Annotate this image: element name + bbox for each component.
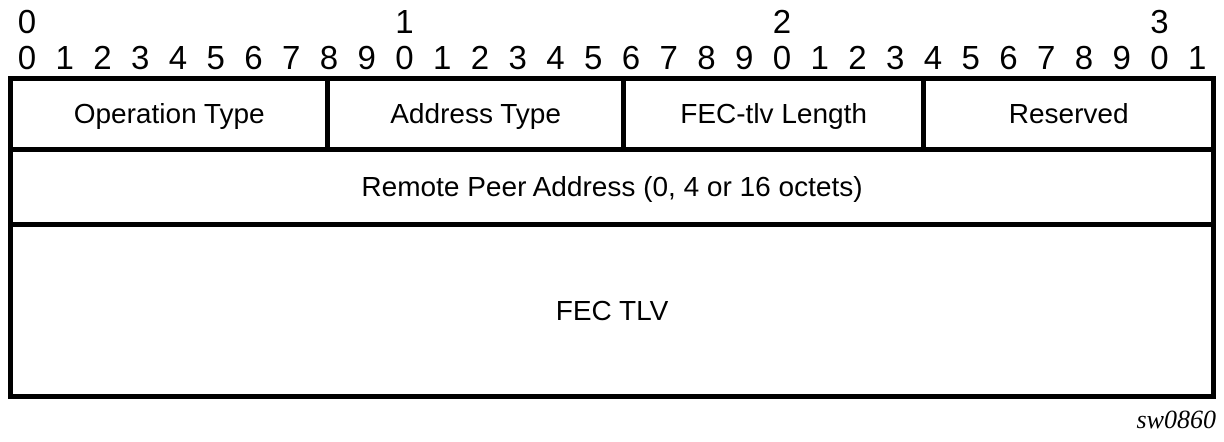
bit-ruler-tens-cell [914, 4, 952, 40]
bit-ruler-bit-cell: 2 [470, 39, 490, 76]
bit-ruler-bit-cell: 8 [1074, 39, 1094, 76]
bit-ruler-bit-cell: 5 [583, 39, 603, 76]
bit-ruler-tens-cell: 0 [17, 3, 37, 40]
field-label: Reserved [1008, 98, 1129, 129]
bit-ruler-bit-cell: 0 [772, 39, 792, 76]
field-remote-peer-address-0-4-or-16-octets: Remote Peer Address (0, 4 or 16 octets) [13, 152, 1211, 222]
bit-ruler-bit-cell: 1 [810, 39, 829, 76]
packet-row: Remote Peer Address (0, 4 or 16 octets) [13, 152, 1211, 227]
bit-ruler-tens-cell [159, 4, 197, 40]
bit-ruler-tens-cell [574, 4, 612, 40]
field-label: FEC TLV [555, 294, 669, 326]
bit-ruler-tens-cell [121, 4, 159, 40]
bit-ruler-tens-cell: 2 [772, 3, 792, 40]
bit-ruler-tens-cell [537, 4, 575, 40]
figure-id: sw0860 [1136, 405, 1216, 434]
bit-ruler-bit-cell: 7 [281, 39, 301, 76]
bit-ruler-bit-cell: 1 [1187, 39, 1207, 76]
bit-ruler-tens-row: 0 1 2 3 [8, 4, 1216, 40]
bit-ruler-bit-cell: 6 [244, 39, 263, 76]
bit-ruler-tens-cell [990, 4, 1028, 40]
bit-ruler-bit-cell: 8 [697, 39, 716, 76]
bit-ruler-tens-cell [235, 4, 273, 40]
bit-ruler-bit-cell: 2 [848, 39, 867, 76]
field-label: FEC-tlv Length [680, 98, 867, 129]
bit-ruler-bit-cell: 7 [659, 39, 678, 76]
bit-ruler-tens-cell [876, 4, 914, 40]
bit-ruler-tens-cell [1027, 4, 1065, 40]
bit-ruler-bit-cell: 3 [885, 39, 905, 76]
bit-ruler-bit-cell: 5 [206, 39, 225, 76]
bit-ruler-tens-cell [688, 4, 726, 40]
bit-ruler-tens-cell [423, 4, 461, 40]
bit-ruler-tens-cell [725, 4, 763, 40]
bit-ruler-bit-cell: 0 [17, 39, 37, 76]
bit-ruler-tens-cell [84, 4, 122, 40]
bit-ruler-tens-cell [461, 4, 499, 40]
bit-ruler-tens-cell [801, 4, 839, 40]
bit-ruler-bit-cell: 3 [130, 39, 150, 76]
bit-ruler-tens-cell [1178, 4, 1216, 40]
packet-box: Operation Type Address Type FEC-tlv Length… [8, 76, 1216, 399]
bit-ruler-bit-cell: 9 [357, 39, 376, 76]
field-label: Remote Peer Address (0, 4 or 16 octets) [361, 171, 863, 202]
bit-ruler-bit-cell: 4 [923, 39, 943, 76]
bit-ruler-tens-cell: 3 [1150, 3, 1169, 40]
field-operation-type: Operation Type [13, 81, 331, 147]
bit-ruler-bit-cell: 8 [319, 39, 339, 76]
field-fec-tlv: FEC TLV [13, 227, 1211, 394]
bit-ruler-tens-cell [1065, 4, 1103, 40]
bit-ruler-tens-cell [839, 4, 877, 40]
bit-ruler-bit-cell: 4 [546, 39, 565, 76]
packet-row: Operation Type Address Type FEC-tlv Length… [13, 81, 1211, 152]
bit-ruler-bit-cell: 5 [961, 39, 980, 76]
bit-ruler-bit-cell: 1 [432, 39, 452, 76]
bit-ruler-bit-cell: 9 [734, 39, 754, 76]
bit-ruler-bit-cell: 1 [55, 39, 74, 76]
bit-ruler-tens-cell [650, 4, 688, 40]
bit-ruler-bit-cell: 0 [395, 39, 414, 76]
bit-ruler-tens-cell: 1 [395, 3, 414, 40]
bit-ruler-tens-cell [952, 4, 990, 40]
bit-ruler-tens-cell [310, 4, 348, 40]
bit-ruler-tens-cell [197, 4, 235, 40]
bit-ruler-tens-cell [46, 4, 84, 40]
field-fec-tlv-length: FEC-tlv Length [626, 81, 927, 147]
field-address-type: Address Type [330, 81, 626, 147]
bit-ruler-bit-cell: 3 [508, 39, 527, 76]
field-reserved: Reserved [926, 81, 1211, 147]
bit-ruler-tens-cell [272, 4, 310, 40]
packet-row: FEC TLV [13, 227, 1211, 394]
bit-ruler-tens-cell [1103, 4, 1141, 40]
bit-ruler-bit-cell: 9 [1112, 39, 1131, 76]
bit-ruler-tens-cell [348, 4, 386, 40]
bit-ruler-bit-cell: 6 [621, 39, 641, 76]
bit-ruler-bit-cell: 2 [93, 39, 112, 76]
bit-ruler-bit-cell: 0 [1150, 39, 1169, 76]
bit-ruler-tens-cell [612, 4, 650, 40]
bit-ruler-bit-cell: 6 [999, 39, 1018, 76]
bit-ruler-bit-cell: 7 [1036, 39, 1056, 76]
field-label: Address Type [390, 98, 561, 129]
field-label: Operation Type [73, 98, 265, 129]
bit-ruler-tens-cell [499, 4, 537, 40]
bit-ruler-bit-cell: 4 [168, 39, 188, 76]
